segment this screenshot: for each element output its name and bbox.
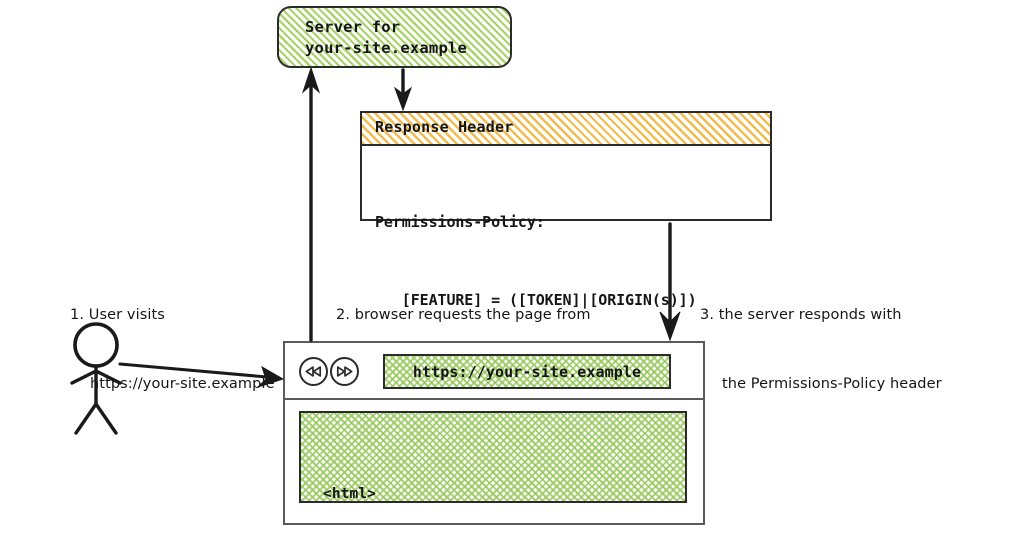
url-bar[interactable]: https://your-site.example [383, 354, 671, 389]
permissions-policy-line: Permissions-Policy: [375, 213, 545, 231]
page-content-area: <html> // your-site.example code [299, 411, 687, 503]
caption-step-3-line2: the Permissions-Policy header [722, 376, 942, 392]
response-header-body: Permissions-Policy: [FEATURE] = ([TOKEN]… [362, 146, 770, 365]
caption-step-1-line1: 1. User visits [70, 307, 165, 323]
url-text: https://your-site.example [412, 363, 642, 381]
caption-step-3-line1: 3. the server responds with [700, 307, 902, 323]
response-header-card: Response Header Permissions-Policy: [FEA… [360, 111, 772, 309]
caption-step-1: 1. User visits https://your-site.example [70, 258, 275, 442]
response-header-title-bar: Response Header [362, 113, 770, 146]
browser-toolbar: https://your-site.example [285, 343, 703, 400]
back-icon[interactable] [299, 357, 328, 386]
response-header-title: Response Header [375, 118, 514, 136]
server-label-line2: your-site.example [305, 39, 468, 57]
page-code-block: <html> // your-site.example code [323, 437, 544, 502]
page-code-line1: <html> [323, 486, 376, 502]
server-node: Server for your-site.example [277, 6, 512, 68]
arrow-server-to-response-header [393, 68, 413, 112]
forward-icon[interactable] [330, 357, 359, 386]
caption-step-1-line2: https://your-site.example [90, 376, 275, 392]
server-label-line1: Server for [305, 18, 401, 36]
permissions-policy-value-line: [FEATURE] = ([TOKEN]|[ORIGIN(s)]) [375, 291, 697, 309]
caption-step-2-line1: 2. browser requests the page from [336, 307, 591, 323]
arrow-browser-to-server [301, 66, 321, 342]
caption-step-3: 3. the server responds with the Permissi… [700, 258, 942, 442]
browser-window: https://your-site.example <html> // your… [283, 341, 705, 525]
